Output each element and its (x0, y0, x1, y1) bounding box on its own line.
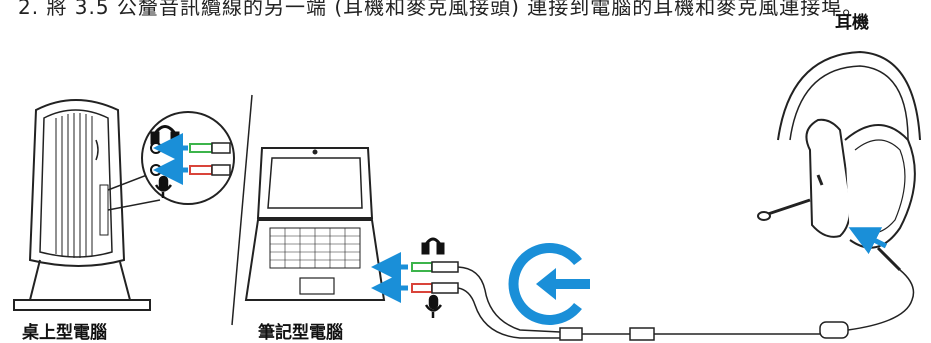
desktop-label: 桌上型電腦 (22, 323, 107, 343)
headset-label: 耳機 (835, 13, 869, 33)
section-divider (231, 94, 253, 326)
desktop-port-zoom (107, 111, 235, 211)
laptop-mic-icon (424, 294, 443, 318)
laptop-headphone-plug (411, 261, 459, 273)
splitter-cable (457, 266, 915, 341)
headset (757, 50, 921, 272)
laptop-headphone-icon (421, 237, 445, 255)
desktop-headphone-plug (189, 142, 231, 154)
connect-arrow-icon (508, 243, 590, 325)
desktop-tower (13, 99, 151, 311)
desktop-mic-plug (189, 164, 231, 176)
laptop-label: 筆記型電腦 (258, 323, 343, 343)
desktop-headphone-port (150, 142, 162, 154)
laptop (244, 147, 386, 301)
laptop-mic-plug (411, 282, 459, 294)
desktop-mic-port (150, 164, 162, 176)
instruction-caption: 2. 將 3.5 公釐音訊纜線的另一端 (耳機和麥克風接頭) 連接到電腦的耳機和… (18, 0, 864, 19)
headset-jack-arrow (848, 227, 888, 255)
